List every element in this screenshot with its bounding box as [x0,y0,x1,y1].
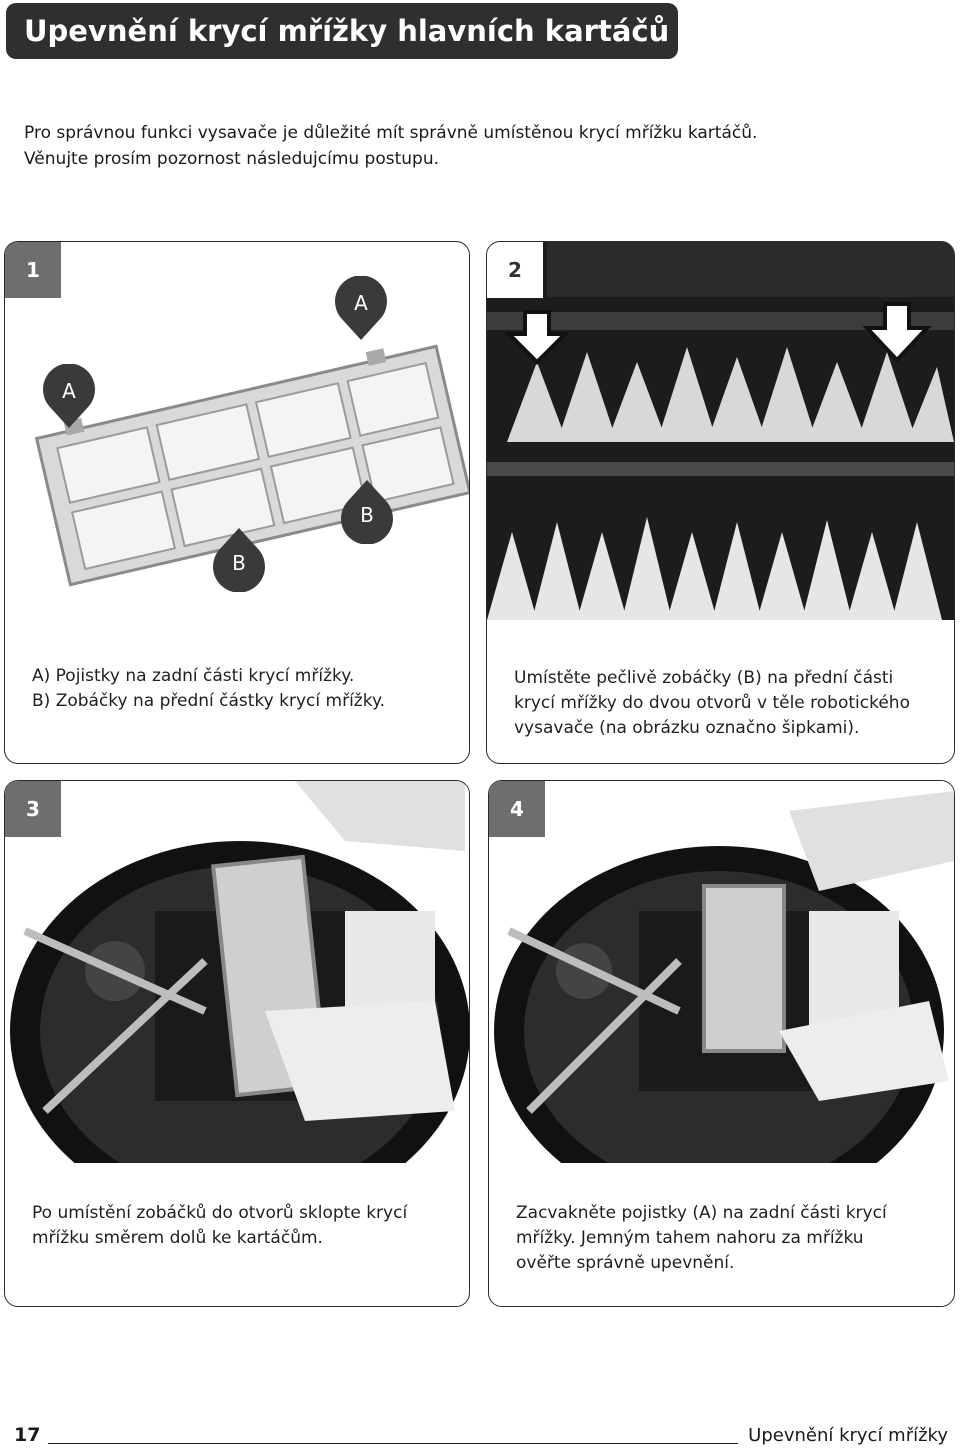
page-title: Upevnění krycí mřížky hlavních kartáčů [24,14,670,48]
step-4-number: 4 [489,781,545,837]
step-2-panel: 2 Umístěte pečlivě zobáčky ( [486,241,955,764]
robot-photo-step-3 [5,781,469,1163]
marker-a-left-label: A [62,379,76,403]
brush-cover-illustration [34,344,469,587]
step-1-panel: 1 A A B B A) Pojistky na zadní č [4,241,470,764]
footer-divider [48,1443,738,1444]
step-3-panel: 3 Po umístění zobáčků do otvorů sklopte … [4,780,470,1307]
step-4-caption: Zacvakněte pojistky (A) na zadní části k… [516,1201,951,1276]
marker-a-top: A [335,276,387,340]
step-2-number: 2 [487,242,543,298]
page-title-bar: Upevnění krycí mřížky hlavních kartáčů [6,3,678,59]
intro-line-1: Pro správnou funkci vysavače je důležité… [24,123,758,143]
step-2-caption-line-3: vysavače (na obrázku označno šipkami). [514,718,860,738]
step-4-caption-line-3: ověřte správně upevnění. [516,1253,735,1273]
step-1-caption: A) Pojistky na zadní části krycí mřížky.… [32,664,462,714]
step-3-number: 3 [5,781,61,837]
intro-text: Pro správnou funkci vysavače je důležité… [24,120,924,172]
marker-a-top-label: A [354,291,368,315]
marker-b-left: B [213,528,265,592]
step-3-caption-line-2: mřížku směrem dolů ke kartáčům. [32,1228,323,1248]
step-4-caption-line-2: mřížky. Jemným tahem nahoru za mřížku [516,1228,864,1248]
page-number: 17 [14,1424,41,1446]
brush-photo-step-2 [487,242,954,620]
marker-b-left-label: B [232,551,246,575]
intro-line-2: Věnujte prosím pozornost následujcímu po… [24,149,440,169]
step-1-caption-line-2: B) Zobáčky na přední částky krycí mřížky… [32,691,385,711]
marker-b-right: B [341,480,393,544]
marker-a-left: A [43,364,95,428]
robot-photo-step-4 [489,781,954,1163]
arrow-down-icon [504,310,570,365]
footer-section-title: Upevnění krycí mřížky [748,1425,948,1446]
step-3-caption: Po umístění zobáčků do otvorů sklopte kr… [32,1201,462,1251]
arrow-down-icon [862,302,932,363]
step-2-caption-line-1: Umístěte pečlivě zobáčky (B) na přední č… [514,668,894,688]
step-1-caption-line-1: A) Pojistky na zadní části krycí mřížky. [32,666,355,686]
marker-b-right-label: B [360,503,374,527]
step-3-caption-line-1: Po umístění zobáčků do otvorů sklopte kr… [32,1203,408,1223]
step-4-caption-line-1: Zacvakněte pojistky (A) na zadní části k… [516,1203,887,1223]
step-2-caption: Umístěte pečlivě zobáčky (B) na přední č… [514,666,949,741]
step-1-number: 1 [5,242,61,298]
step-2-caption-line-2: krycí mřížky do dvou otvorů v těle robot… [514,693,910,713]
step-4-panel: 4 Zacvakněte pojistky (A) na zadní části… [488,780,955,1307]
